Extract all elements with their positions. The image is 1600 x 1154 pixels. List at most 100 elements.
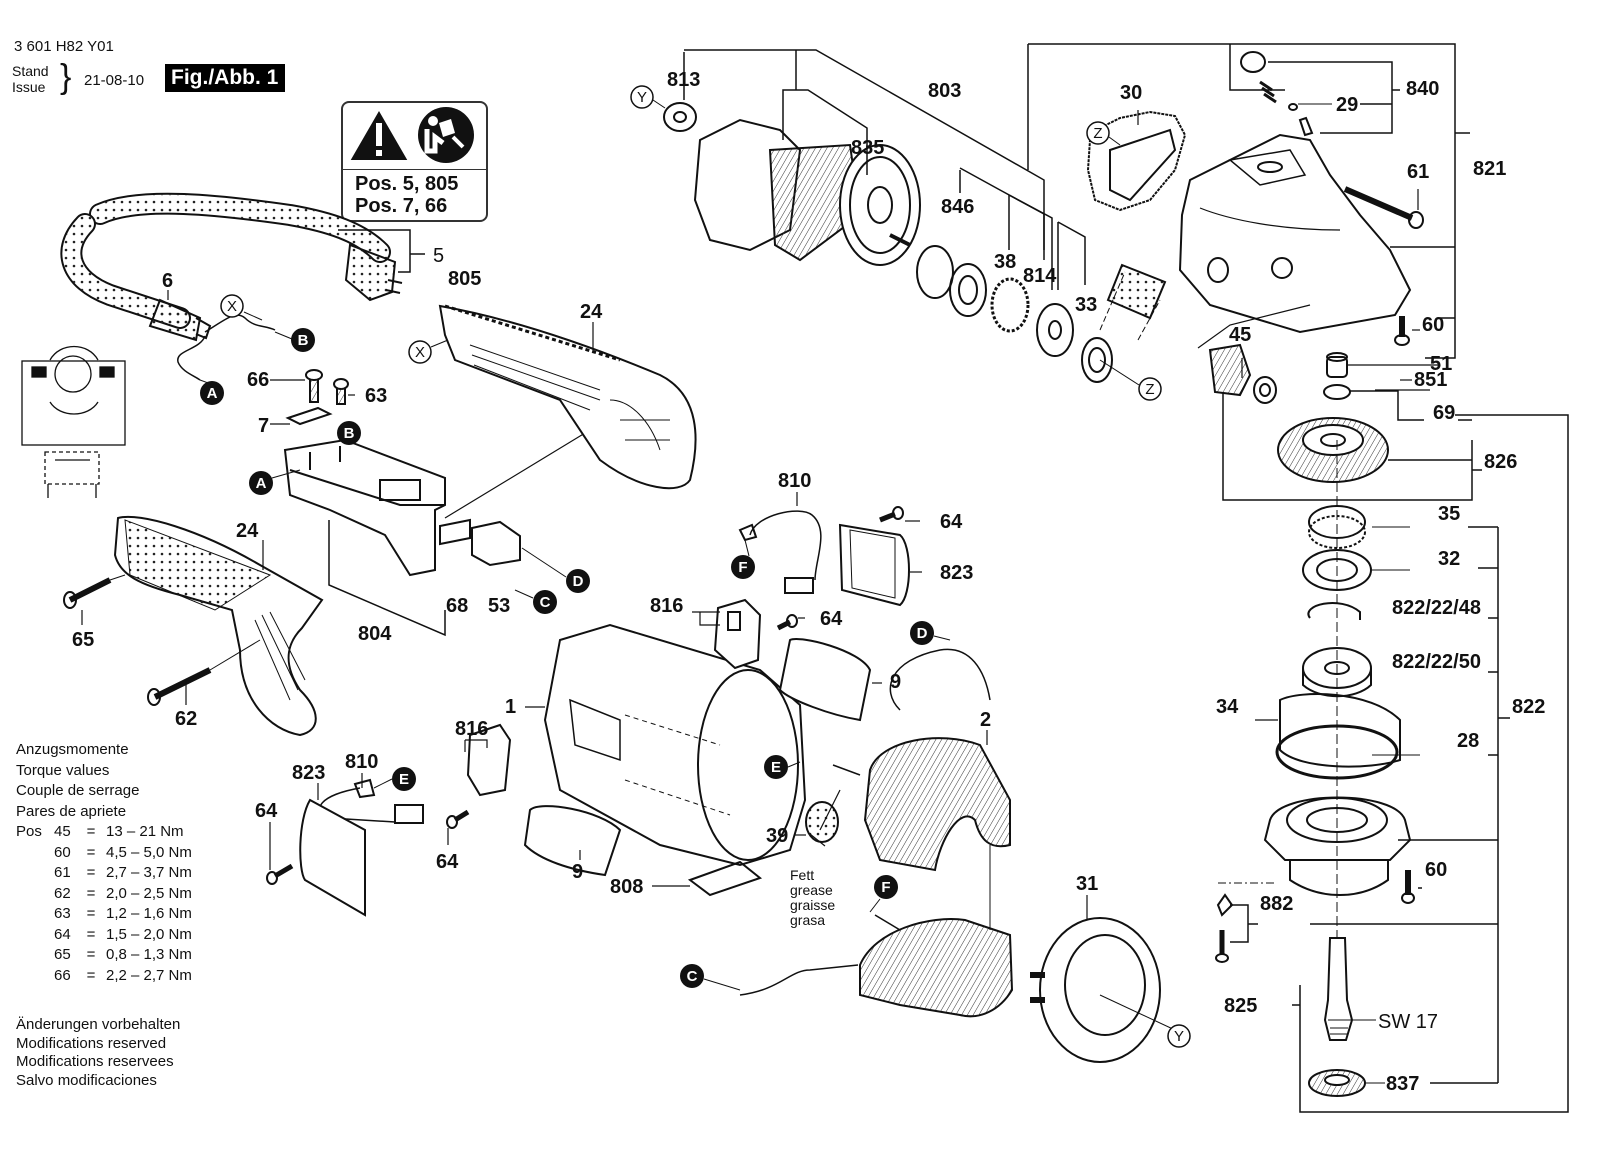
screw-63 [333,378,349,405]
field-coil-upper [863,737,1011,872]
pos-label: Pos [16,823,42,840]
screw-61 [1343,186,1424,229]
marker-f-coil: F [874,875,898,899]
torque-title-de: Anzugsmomente [16,741,129,758]
label-804: 804 [358,623,392,645]
torque-pos: 64 [54,925,71,943]
screw-60-upper [1394,316,1410,346]
marker-leaders [199,99,1140,991]
label-846: 846 [941,196,974,218]
issue-label: Issue [12,79,46,95]
marker-c-coil: C [680,964,704,988]
clamp-7 [285,406,333,426]
safety-warning-box: Pos. 5, 805 Pos. 7, 66 [341,101,488,222]
marker-b-cord: B [291,328,315,352]
torque-value: 2,2 – 2,7 Nm [106,966,192,984]
label-823-lower: 823 [292,762,325,784]
pinion-gear [1197,304,1311,397]
label-62: 62 [175,708,197,730]
label-45: 45 [1229,324,1251,346]
label-66: 66 [247,369,269,391]
torque-row: 61=2,7 – 3,7 Nm [16,863,192,884]
svg-text:E: E [771,759,781,776]
label-808 [687,860,763,897]
svg-text:Y: Y [637,89,647,106]
label-68: 68 [446,595,468,617]
torque-value: 1,5 – 2,0 Nm [106,925,192,943]
housing-handle-lower [113,515,324,737]
marker-b-switch: B [337,421,361,445]
marker-d-coil: D [910,621,934,645]
torque-row: 65=0,8 – 1,3 Nm [16,945,192,966]
label-31: 31 [1076,873,1098,895]
bracket-840-821 [1028,43,1470,359]
label-33: 33 [1075,294,1097,316]
label-60-upper: 60 [1422,314,1444,336]
marker-e-brush: E [392,767,416,791]
torque-title-es: Pares de apriete [16,802,127,820]
brace-icon: } [60,58,72,96]
torque-title-fr: Couple de serrage [16,782,140,799]
needle-bearing-814 [990,277,1030,333]
label-837: 837 [1386,1073,1419,1095]
label-29: 29 [1336,94,1358,116]
switch-assembly [283,438,521,577]
svg-text:X: X [227,298,237,315]
bevel-gear-30 [1086,110,1187,212]
end-cap-31 [1030,917,1161,1063]
marker-x-cord: X [220,294,244,318]
label-39: 39 [766,825,788,847]
brush-cover-823-lower [299,798,366,917]
label-5: 5 [433,245,444,267]
label-53: 53 [488,595,510,617]
marker-y-bearing: Y [630,85,654,109]
screw-66 [305,369,323,403]
figure-label: Fig./Abb. 1 [165,64,286,92]
spindle-825 [1323,937,1354,1041]
bracket-822 [1398,526,1510,1084]
label-805: 805 [448,268,481,290]
svg-text:F: F [881,879,890,896]
part-68-plate [439,518,471,546]
label-9-lower [523,805,622,877]
part-number: 3 601 H82 Y01 [14,38,114,55]
label-35: 35 [1438,503,1460,525]
modifications-de: Änderungen vorbehalten [16,1016,181,1033]
modifications-note: Änderungen vorbehalten Modifications res… [16,1016,180,1090]
svg-text:C: C [540,594,551,611]
label-810-lower: 810 [345,751,378,773]
guard-clamp-34 [1279,693,1401,768]
screw-65 [63,577,112,609]
label-816-upper: 816 [650,595,683,617]
bracket-803 [683,44,1086,290]
svg-text:Z: Z [1145,381,1154,398]
svg-text:B: B [344,425,355,442]
leader-lines [81,110,1430,920]
torque-eq: = [86,823,96,840]
power-cord [60,192,403,342]
label-6: 6 [162,270,173,292]
label-65: 65 [72,629,94,651]
torque-title-en: Torque values [16,761,110,779]
svg-text:Y: Y [1174,1028,1184,1045]
screw-60-lower [1401,870,1415,904]
marker-y-endcap: Y [1167,1024,1191,1048]
torque-pos: 66 [54,966,71,984]
brush-holder-816-lower [466,723,512,797]
svg-text:A: A [207,385,218,402]
label-1: 1 [505,696,516,718]
torque-value: 2,7 – 3,7 Nm [106,864,192,881]
warning-triangle-icon [347,106,411,162]
torque-pos: 65 [54,946,71,963]
brush-cap-39 [805,801,839,843]
brush-cover-823-upper [838,523,910,607]
label-64-a: 64 [940,511,963,533]
screw-62 [147,667,212,706]
seal-33 [1081,337,1113,383]
label-28: 28 [1457,730,1479,752]
marker-d-switch: D [566,569,590,593]
felt-pad [1099,263,1167,341]
svg-text:X: X [415,344,425,361]
marker-z-gear: Z [1086,121,1110,145]
